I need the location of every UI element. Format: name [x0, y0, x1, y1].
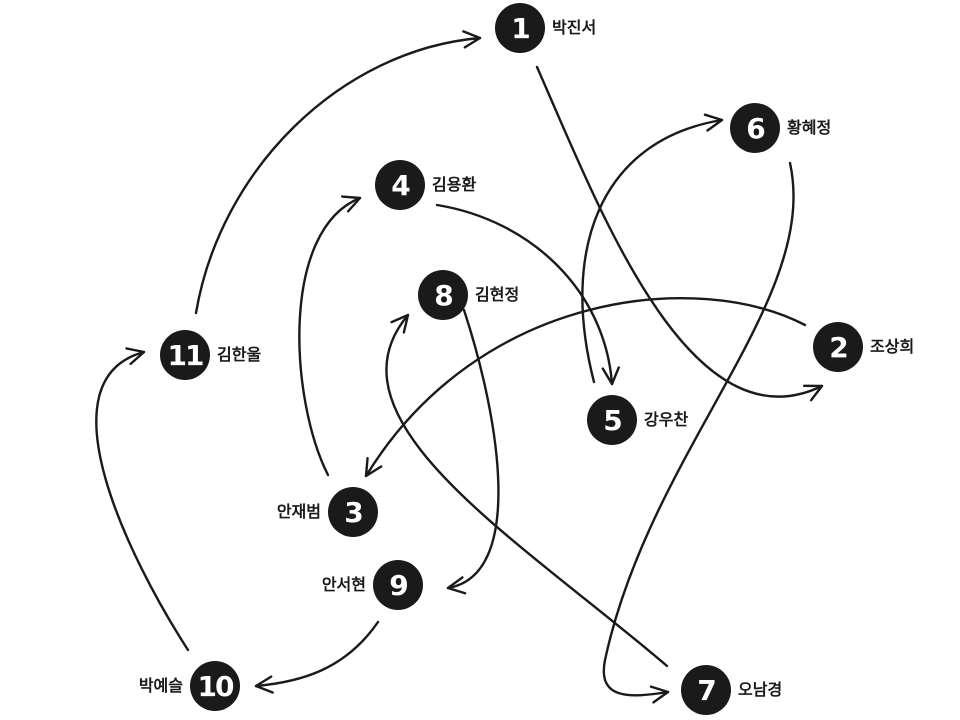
edge-1-to-2 [535, 65, 824, 402]
node-label-6: 황혜정 [787, 118, 832, 137]
node-label-5: 강우찬 [644, 410, 689, 429]
edge-5-to-6 [581, 113, 724, 384]
node-6[interactable]: 6 [730, 103, 780, 153]
node-label-4: 김용환 [432, 175, 477, 194]
node-10[interactable]: 10 [190, 661, 240, 711]
node-label-7: 오남경 [738, 680, 783, 699]
node-label-8: 김현정 [475, 285, 520, 304]
edge-7-to-8 [385, 313, 669, 668]
node-5[interactable]: 5 [587, 395, 637, 445]
node-2[interactable]: 2 [813, 322, 863, 372]
edge-2-to-3 [364, 297, 807, 478]
edge-10-to-11 [95, 347, 190, 652]
node-11[interactable]: 11 [160, 330, 210, 380]
node-1[interactable]: 1 [495, 3, 545, 53]
edge-3-to-4 [298, 195, 362, 477]
node-4[interactable]: 4 [375, 160, 425, 210]
node-label-1: 박진서 [552, 18, 597, 37]
node-label-3: 안재범 [276, 502, 321, 521]
node-label-11: 김한울 [217, 345, 262, 364]
edge-11-to-1 [194, 30, 482, 315]
node-label-9: 안서현 [321, 575, 366, 594]
edge-8-to-9 [446, 308, 500, 595]
node-label-10: 박예슬 [138, 676, 183, 695]
node-label-2: 조상희 [870, 337, 915, 356]
node-9[interactable]: 9 [373, 560, 423, 610]
edge-6-to-7 [602, 161, 795, 704]
node-8[interactable]: 8 [418, 270, 468, 320]
edge-4-to-5 [435, 203, 620, 386]
node-7[interactable]: 7 [681, 665, 731, 715]
node-3[interactable]: 3 [328, 487, 378, 537]
edge-9-to-10 [254, 620, 380, 694]
